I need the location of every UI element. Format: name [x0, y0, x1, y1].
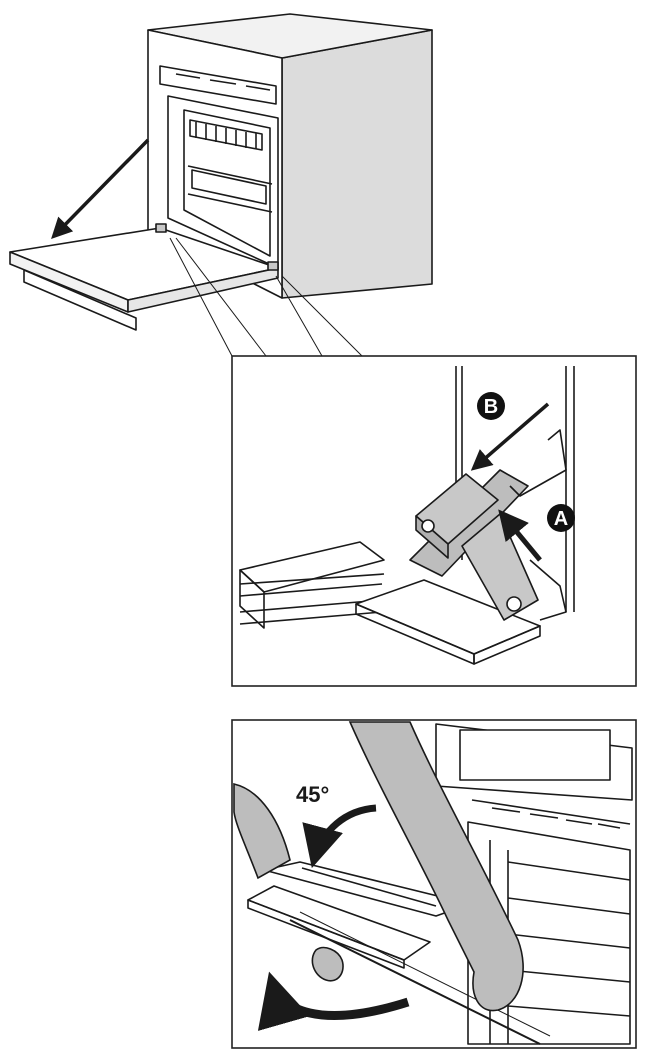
hinge-detail-panel: B A: [231, 355, 637, 687]
callout-a: A: [547, 504, 575, 532]
left-arm: [233, 782, 291, 880]
oven-cavity-bottom: [467, 821, 631, 1045]
rotation-arc: [302, 804, 377, 869]
arrow-down-left-icon: [51, 138, 150, 240]
oven-illustration: [9, 13, 433, 331]
zoom-guide-lines: [169, 237, 363, 357]
angle-label: 45°: [296, 782, 329, 807]
oven-side-panel: [281, 29, 433, 299]
callout-b-label: B: [484, 396, 498, 418]
right-arm: [348, 721, 524, 1012]
callout-b: B: [477, 392, 505, 420]
arrow-down-left-icon: [470, 402, 550, 471]
door-lift-panel: 45°: [231, 719, 637, 1049]
oven-tray: [191, 169, 267, 205]
arrow-up-left-icon: [498, 509, 542, 562]
arrow-curved-icon: [257, 971, 410, 1031]
control-strip: [159, 65, 277, 105]
callout-a-label: A: [554, 508, 568, 530]
left-hand: [311, 946, 344, 982]
oven-front-frame: [147, 29, 283, 299]
oven-rack: [189, 119, 263, 151]
